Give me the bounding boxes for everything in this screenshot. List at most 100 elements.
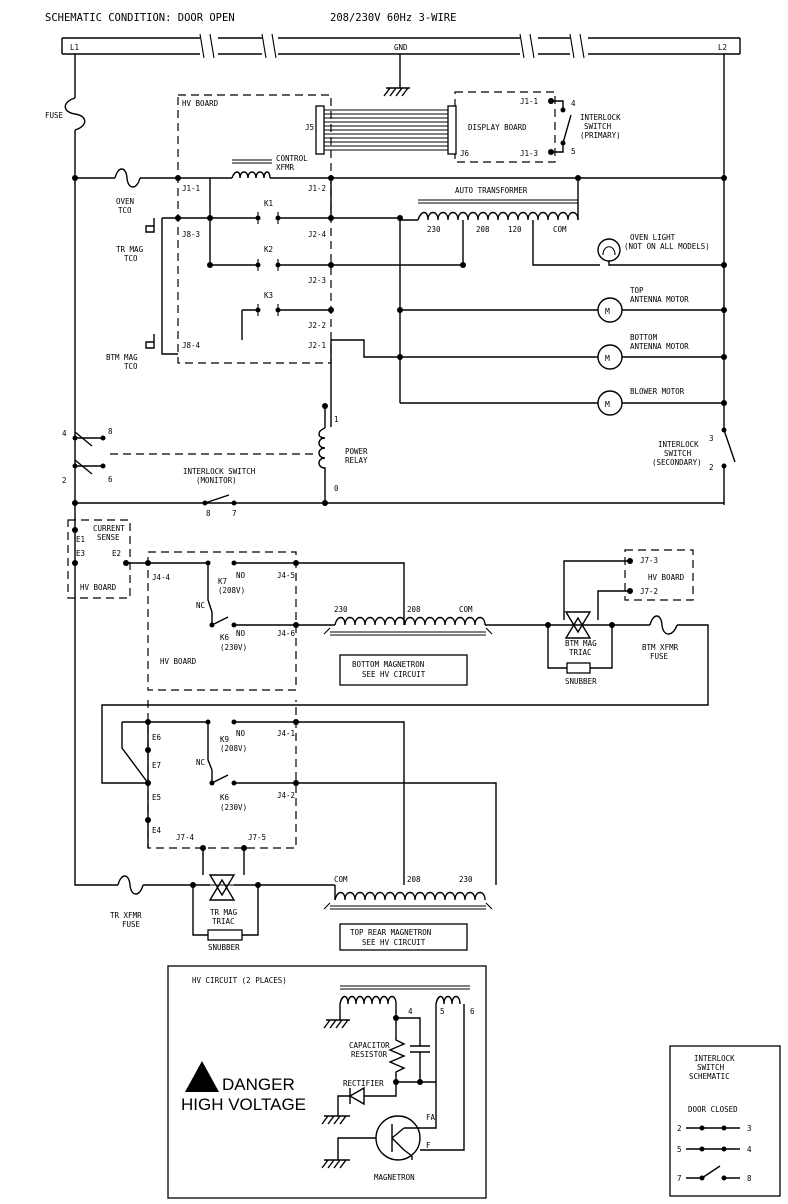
auto-transformer: AUTO TRANSFORMER 230 208 120 COM (400, 175, 600, 266)
bm-230-label: 230 (334, 605, 348, 614)
interlock-schematic-legend: INTERLOCK SWITCH SCHEMATIC DOOR CLOSED 2… (669, 1045, 781, 1197)
tr-triac-label-2: TRIAC (212, 917, 235, 926)
high-voltage-label: HIGH VOLTAGE (181, 1095, 306, 1114)
nc-b-label: NC (196, 758, 205, 767)
control-xfmr-label-1: CONTROL (276, 154, 308, 163)
oven-light: OVEN LIGHT (NOT ON ALL MODELS) (597, 233, 727, 268)
k9-label: K9 (220, 735, 229, 744)
main-line-control: CONTROL XFMR OVEN TCO J1-1 J1-2 (72, 154, 727, 215)
oven-light-label-1: OVEN LIGHT (630, 233, 676, 242)
j4-6-label: J4-6 (277, 629, 296, 638)
monitor-pin-7: 7 (232, 509, 237, 518)
tap-208: 208 (476, 225, 490, 234)
relay-contacts: K1 K2 K3 J8-3 J2-4 J2-3 J2-2 J2-1 J8-4 (175, 178, 466, 403)
btm-fuse-label-2: FUSE (650, 652, 669, 661)
hv-board-relays-upper: J4-4 NO K7 (208V) NC J4-5 NO K6 (230V) J… (145, 551, 405, 691)
btm-mag-tco-label-2: TCO (124, 362, 138, 371)
motor-symbol-blower: M (605, 400, 610, 409)
k9-volt-label: (208V) (220, 744, 247, 753)
warning-triangle-icon (185, 1061, 219, 1092)
e6-label: E6 (152, 733, 162, 742)
j4-1-label: J4-1 (277, 729, 295, 738)
cap-resistor-label-1: CAPACITOR (349, 1041, 390, 1050)
current-sense-board: CURRENT SENSE E1 E3 E2 HV BOARD (67, 503, 193, 895)
top-rear-triac-circuit: TR MAG TRIAC SNUBBER TR XFMR FUSE (110, 874, 335, 952)
door-closed-label: DOOR CLOSED (688, 1105, 738, 1114)
secondary-pin-2: 2 (709, 463, 714, 472)
magnetron-tcos: TR MAG TCO BTM MAG TCO (106, 217, 178, 371)
j1-1-display-label: J1-1 (520, 97, 538, 106)
monitor-label-1: INTERLOCK SWITCH (183, 467, 256, 476)
top-antenna-label-2: ANTENNA MOTOR (630, 295, 689, 304)
bottom-antenna-label-2: ANTENNA MOTOR (630, 342, 689, 351)
j2-1-wiring (330, 178, 598, 427)
danger-label: DANGER (222, 1075, 295, 1094)
gnd-label: GND (394, 43, 408, 52)
hv-circuit-box: HV CIRCUIT (2 PLACES) 4 5 6 CAPACITOR RE… (167, 965, 487, 1199)
tr-230-label: 230 (459, 875, 473, 884)
tr-208-label: 208 (407, 875, 421, 884)
bottom-magnetron-label-1: BOTTOM MAGNETRON (352, 660, 424, 669)
l1-bus-wire: FUSE (45, 54, 86, 503)
primary-label-1: INTERLOCK (580, 113, 621, 122)
nc-a-label: NC (196, 601, 205, 610)
k2-label: K2 (264, 245, 273, 254)
tr-triac-label-1: TR MAG (210, 908, 238, 917)
rectifier-label: RECTIFIER (343, 1079, 384, 1088)
legend-label-1: INTERLOCK (694, 1054, 735, 1063)
hv-board-relays-lower: E6 NO K9 (208V) J4-1 E7 NC E5 K6 (230V) … (121, 700, 497, 885)
top-antenna-label-1: TOP (630, 286, 644, 295)
hv-pin-5: 5 (440, 1007, 445, 1016)
relay-pin-0: 0 (334, 484, 339, 493)
btm-triac-label-2: TRIAC (569, 648, 592, 657)
legend-pin-8: 8 (747, 1174, 752, 1183)
tr-mag-tco-label-2: TCO (124, 254, 138, 263)
top-rear-magnetron-label-1: TOP REAR MAGNETRON (350, 928, 431, 937)
monitor-pin-2: 2 (62, 476, 67, 485)
bm-com-label: COM (459, 605, 473, 614)
top-rear-magnetron-transformer: COM 208 230 TOP REAR MAGNETRON SEE HV CI… (323, 875, 493, 951)
secondary-label-3: (SECONDARY) (652, 458, 702, 467)
tap-230: 230 (427, 225, 441, 234)
e7-label: E7 (152, 761, 161, 770)
no-c-label: NO (236, 729, 246, 738)
k3-label: K3 (264, 291, 273, 300)
tap-120: 120 (508, 225, 522, 234)
legend-pin-7: 7 (677, 1174, 682, 1183)
tap-com: COM (553, 225, 567, 234)
hv-board-upper-label: HV BOARD (160, 657, 197, 666)
no-a-label: NO (236, 571, 246, 580)
blower-motor: M BLOWER MOTOR (400, 387, 727, 416)
power-relay-label-1: POWER (345, 447, 368, 456)
power-spec-title: 208/230V 60Hz 3-WIRE (330, 12, 456, 24)
cap-resistor-label-2: RESISTOR (351, 1050, 388, 1059)
j7-5-label: J7-5 (248, 833, 266, 842)
bottom-triac-circuit: J7-3 HV BOARD J7-2 BTM MAG TRIAC SNUBBER… (101, 549, 709, 784)
bottom-antenna-label-1: BOTTOM (630, 333, 658, 342)
monitor-pin-4: 4 (62, 429, 67, 438)
hv-pin-6: 6 (470, 1007, 475, 1016)
motor-symbol-bottom: M (605, 354, 610, 363)
hv-pin-4: 4 (408, 1007, 413, 1016)
no-b-label: NO (236, 629, 246, 638)
secondary-pin-3: 3 (709, 434, 714, 443)
j2-1-label: J2-1 (308, 341, 326, 350)
top-power-rail: L1 GND L2 (61, 33, 741, 59)
snubber-2-label: SNUBBER (208, 943, 240, 952)
k6a-label: K6 (220, 633, 230, 642)
j1-1-label: J1-1 (182, 184, 200, 193)
blower-motor-label: BLOWER MOTOR (630, 387, 685, 396)
auto-transformer-label: AUTO TRANSFORMER (455, 186, 528, 195)
j2-2-label: J2-2 (308, 321, 326, 330)
j4-4-label: J4-4 (152, 573, 171, 582)
j5-label: J5 (305, 123, 314, 132)
e4-label: E4 (152, 826, 162, 835)
e3-label: E3 (76, 549, 85, 558)
primary-label-2: SWITCH (584, 122, 612, 131)
relay-pin-1: 1 (334, 415, 339, 424)
legend-pin-2: 2 (677, 1124, 682, 1133)
e2-label: E2 (112, 549, 121, 558)
secondary-label-1: INTERLOCK (658, 440, 699, 449)
hv-circuit-label: HV CIRCUIT (2 PLACES) (192, 976, 287, 985)
